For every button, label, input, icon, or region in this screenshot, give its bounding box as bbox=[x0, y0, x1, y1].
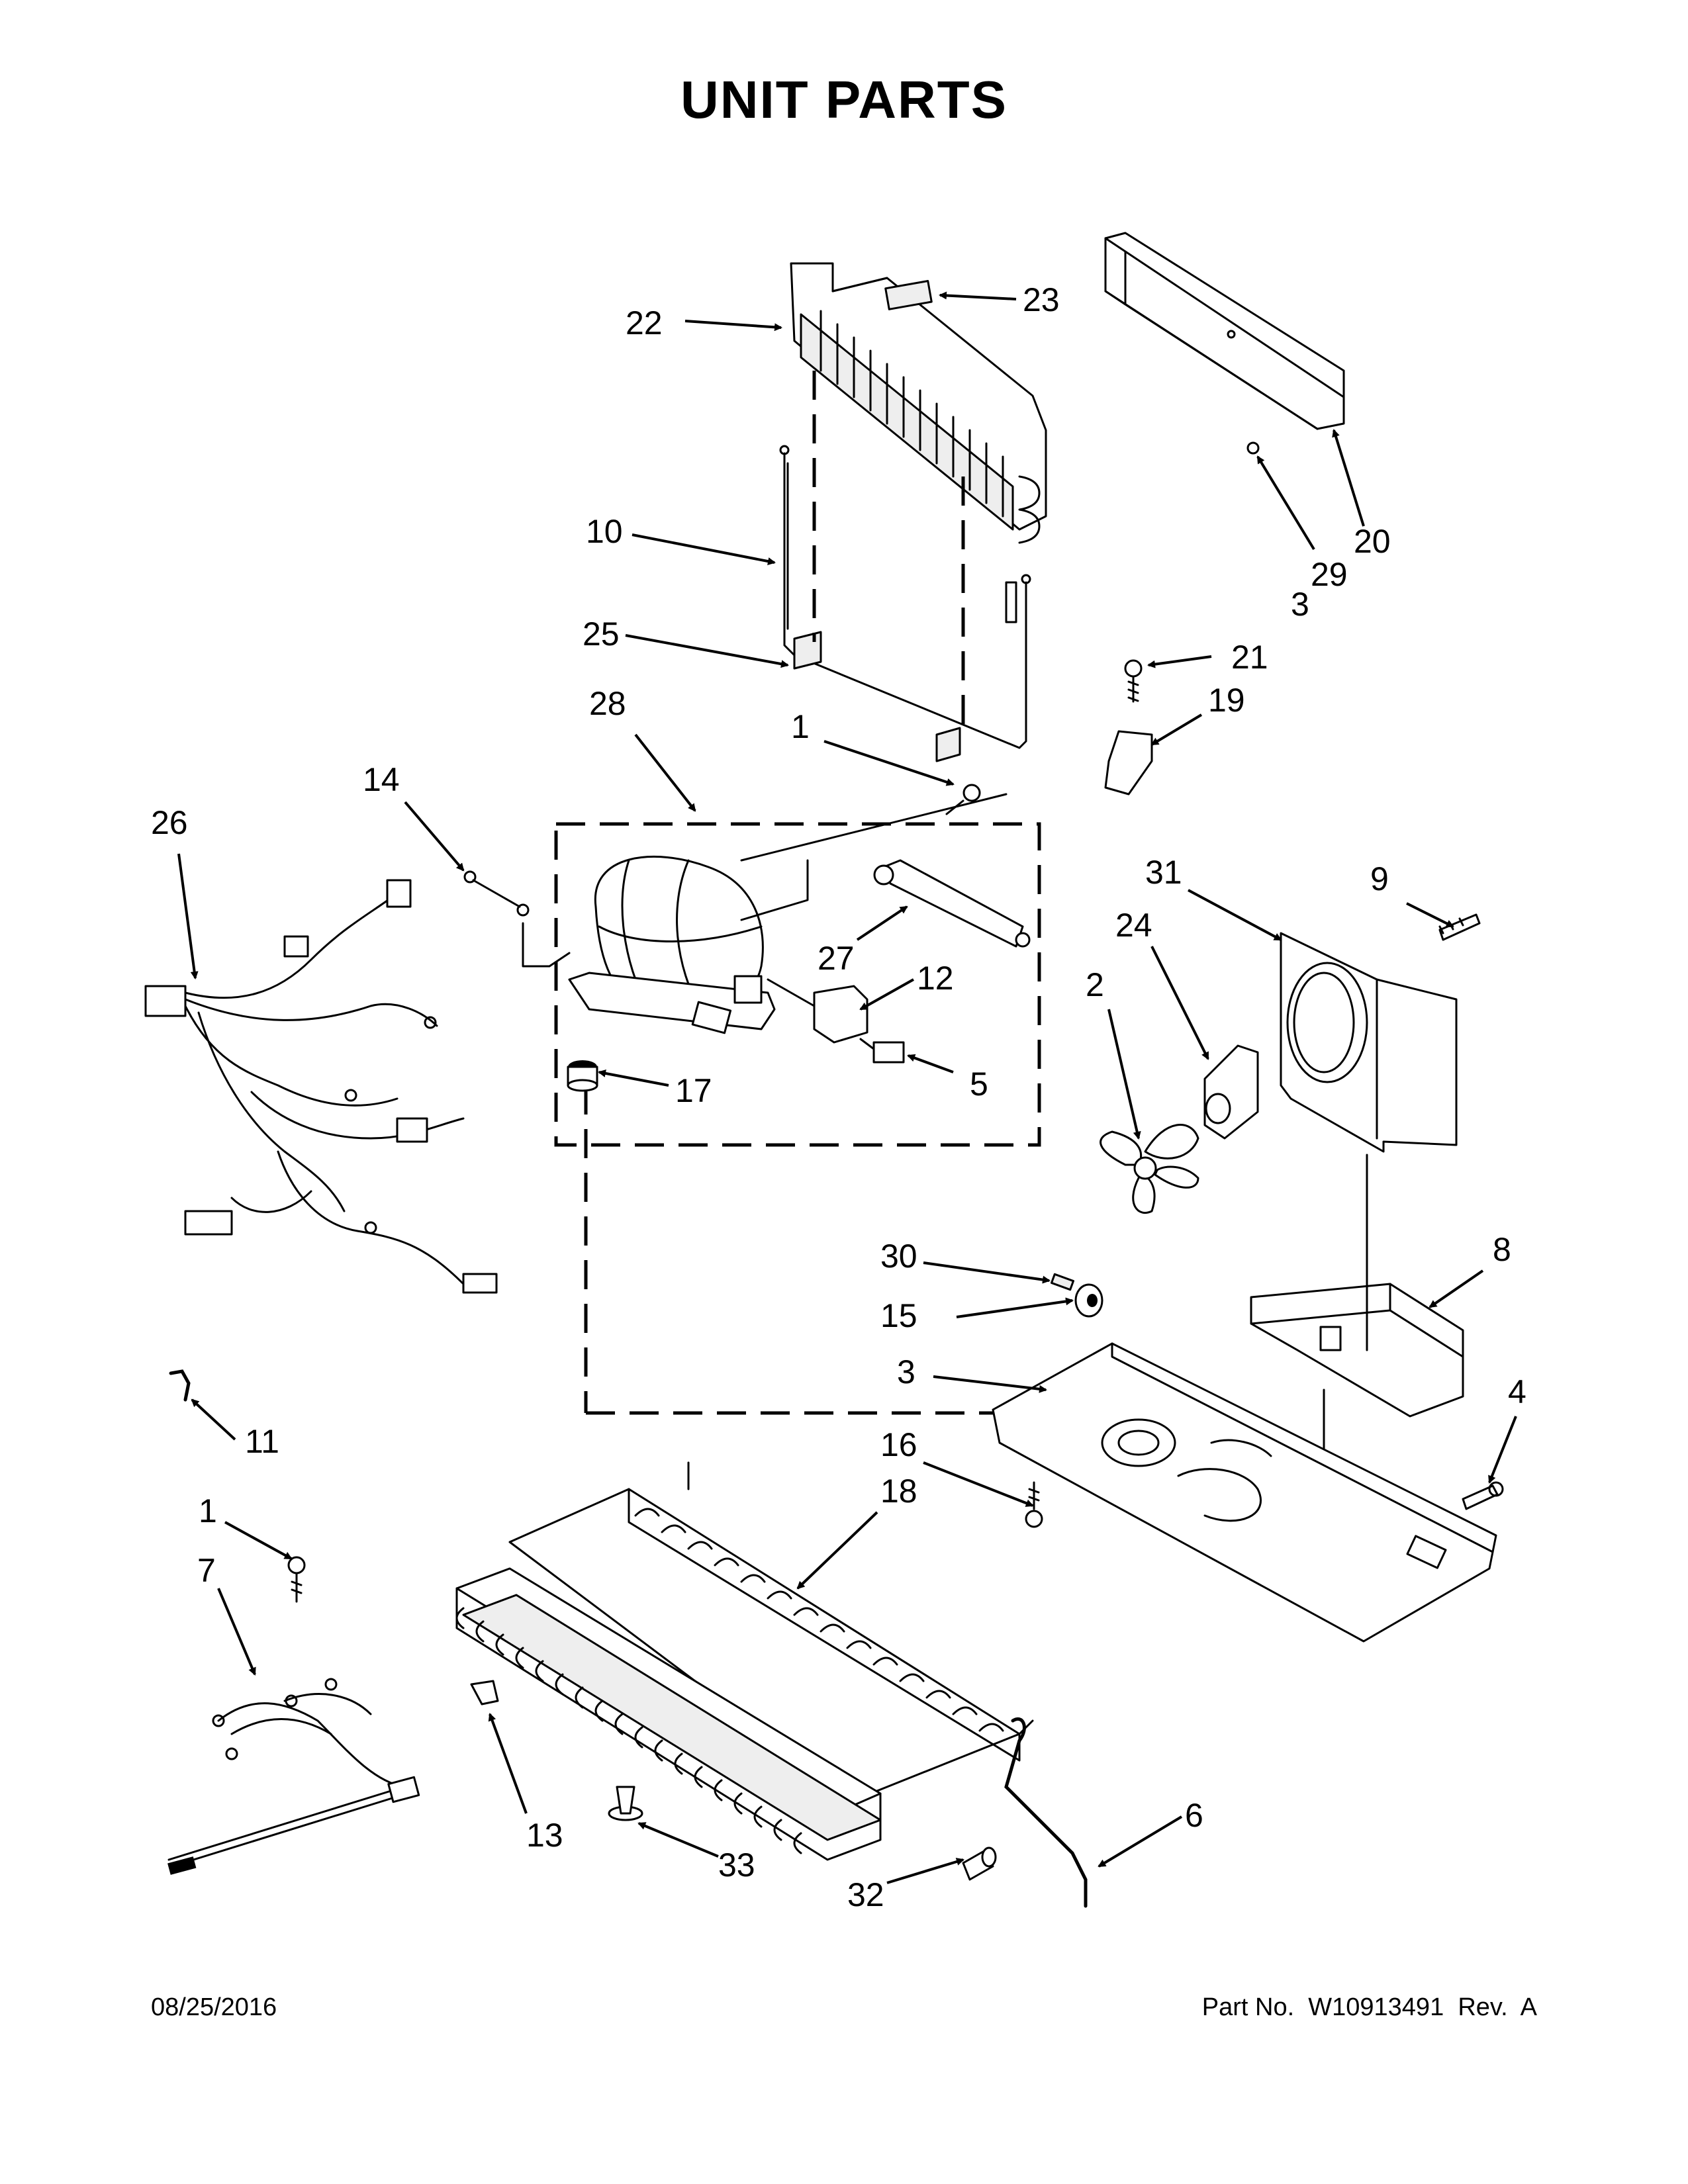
compressor bbox=[568, 793, 1008, 1034]
callout-17: 17 bbox=[675, 1072, 712, 1109]
callout-23: 23 bbox=[1023, 281, 1060, 318]
callout-20: 20 bbox=[1354, 523, 1391, 560]
wire-harness bbox=[144, 879, 498, 1294]
fan-motor bbox=[1203, 1044, 1259, 1140]
callout-1-bottom: 1 bbox=[199, 1492, 217, 1529]
callout-28: 28 bbox=[589, 685, 626, 722]
callout-27: 27 bbox=[818, 940, 855, 977]
condenser-clip bbox=[470, 1680, 499, 1706]
compressor-grommet bbox=[567, 1060, 598, 1092]
condenser-coil bbox=[455, 1461, 1034, 1861]
overload-plug bbox=[872, 1041, 905, 1064]
callout-16: 16 bbox=[880, 1426, 917, 1463]
defrost-heater bbox=[779, 445, 1031, 749]
callout-2: 2 bbox=[1086, 966, 1104, 1003]
callout-24: 24 bbox=[1115, 907, 1152, 944]
tube-sleeve bbox=[962, 1846, 997, 1881]
callout-22: 22 bbox=[626, 304, 663, 341]
callout-3-bottom: 3 bbox=[897, 1353, 915, 1390]
callout-1-top: 1 bbox=[791, 708, 810, 745]
callout-30: 30 bbox=[880, 1238, 917, 1275]
callout-12: 12 bbox=[917, 960, 954, 997]
callout-11: 11 bbox=[245, 1423, 279, 1460]
evaporator-coil bbox=[790, 262, 1047, 544]
heater-bracket-2 bbox=[935, 727, 961, 762]
callout-15: 15 bbox=[880, 1297, 917, 1334]
drain-tube bbox=[1004, 1717, 1088, 1908]
base-plate bbox=[992, 1342, 1497, 1643]
callout-32: 32 bbox=[847, 1876, 884, 1913]
base-screw bbox=[1462, 1481, 1504, 1510]
mounting-screw-bottom bbox=[287, 1556, 306, 1603]
footer-date: 08/25/2016 bbox=[151, 1993, 277, 2021]
compressor-bracket bbox=[1104, 730, 1153, 796]
fan-bracket bbox=[1250, 1283, 1464, 1418]
callout-5: 5 bbox=[970, 1066, 988, 1103]
fan-blade bbox=[1100, 1124, 1199, 1214]
harness-clip bbox=[169, 1369, 191, 1402]
mounting-screw-top bbox=[945, 784, 981, 815]
callout-labels: 22 23 20 29 3 10 25 21 19 28 1 14 26 27 … bbox=[151, 281, 1526, 1913]
base-plate-screw bbox=[1025, 1481, 1043, 1528]
cover-screw bbox=[1246, 441, 1260, 455]
fan-shroud bbox=[1280, 932, 1458, 1153]
leader-lines bbox=[177, 291, 1517, 1884]
bracket-screw bbox=[1124, 659, 1143, 703]
callout-25: 25 bbox=[583, 615, 620, 653]
drain-pin bbox=[1051, 1273, 1074, 1291]
page-title: UNIT PARTS bbox=[680, 70, 1008, 129]
callout-4: 4 bbox=[1508, 1373, 1526, 1410]
callout-31: 31 bbox=[1145, 854, 1182, 891]
drain-grommet bbox=[1074, 1283, 1103, 1318]
callout-3-top: 3 bbox=[1291, 586, 1309, 623]
callout-29: 29 bbox=[1311, 556, 1348, 593]
callout-14: 14 bbox=[363, 761, 400, 798]
push-pin bbox=[608, 1786, 643, 1821]
shroud-screw bbox=[1438, 913, 1481, 941]
callout-19: 19 bbox=[1208, 682, 1245, 719]
evaporator-label bbox=[884, 280, 933, 310]
footer-part-number: Part No. W10913491 Rev. A bbox=[1201, 1993, 1537, 2021]
evaporator-cover bbox=[1104, 232, 1345, 430]
ground-wire bbox=[463, 870, 530, 917]
callout-7: 7 bbox=[197, 1552, 216, 1589]
filter-drier bbox=[873, 859, 1031, 948]
heater-bracket bbox=[793, 631, 822, 670]
callout-26: 26 bbox=[151, 804, 188, 841]
callout-8: 8 bbox=[1493, 1231, 1511, 1268]
callout-9: 9 bbox=[1370, 860, 1389, 897]
callout-6: 6 bbox=[1185, 1797, 1203, 1834]
compressor-group-box bbox=[554, 822, 1041, 1147]
compressor-harness bbox=[167, 1678, 420, 1875]
callout-18: 18 bbox=[880, 1473, 917, 1510]
callout-33: 33 bbox=[718, 1846, 755, 1884]
callout-13: 13 bbox=[526, 1817, 563, 1854]
callout-10: 10 bbox=[586, 513, 623, 550]
start-relay bbox=[767, 978, 868, 1044]
callout-21: 21 bbox=[1231, 639, 1268, 676]
